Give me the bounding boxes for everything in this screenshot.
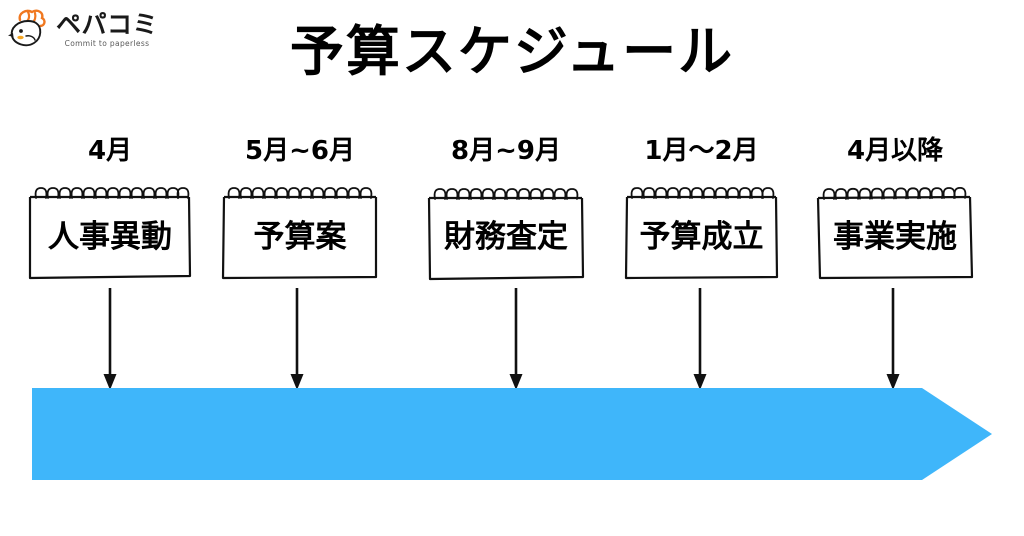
- note-card-label: 予算案: [253, 218, 347, 255]
- note-card-label: 財務査定: [444, 218, 568, 255]
- note-card: 人事異動: [26, 186, 194, 282]
- note-card-label: 人事異動: [48, 218, 172, 255]
- timeline-arrow-bar: [32, 388, 992, 480]
- down-arrow-icon: [509, 288, 523, 390]
- timeline-step: 5月~6月 予算案: [220, 138, 380, 282]
- note-card: 予算成立: [623, 186, 780, 282]
- brand-logo: ペパコミ Commit to paperless: [6, 4, 176, 56]
- note-card-shape: [221, 187, 378, 280]
- timeline-step: 1月〜2月 予算成立: [623, 138, 780, 282]
- connector-arrow: [290, 288, 304, 392]
- step-period-label: 4月: [87, 136, 133, 166]
- connector-arrow: [103, 288, 117, 392]
- down-arrow-icon: [103, 288, 117, 390]
- down-arrow-icon: [290, 288, 304, 390]
- timeline-step: 4月 人事異動: [26, 138, 194, 282]
- down-arrow-icon: [886, 288, 900, 390]
- note-card-label: 事業実施: [833, 218, 957, 255]
- logo-tagline: Commit to paperless: [64, 39, 150, 49]
- step-period-label: 4月以降: [846, 136, 944, 166]
- step-period-label: 1月〜2月: [644, 136, 759, 166]
- connector-arrow: [886, 288, 900, 392]
- note-card-label: 予算成立: [639, 218, 764, 255]
- connector-arrow: [693, 288, 707, 392]
- timeline-step: 8月~9月 財務査定: [426, 138, 586, 282]
- step-period-label: 8月~9月: [451, 136, 561, 166]
- right-arrow-shape: [32, 388, 992, 480]
- step-period-label: 5月~6月: [245, 136, 355, 166]
- note-card-shape: [427, 188, 585, 281]
- logo-wordmark: ペパコミ: [56, 9, 159, 39]
- pepacomi-bird-logo-icon: [8, 9, 46, 47]
- note-card-shape: [816, 186, 974, 280]
- down-arrow-icon: [693, 288, 707, 390]
- note-card: 財務査定: [426, 186, 586, 282]
- page-title: 予算スケジュール: [289, 20, 735, 83]
- note-card: 事業実施: [815, 186, 975, 282]
- connector-arrow: [509, 288, 523, 392]
- note-card-shape: [624, 187, 779, 280]
- note-card-shape: [28, 187, 192, 280]
- timeline-step: 4月以降 事業実施: [815, 138, 975, 282]
- note-card: 予算案: [220, 186, 380, 282]
